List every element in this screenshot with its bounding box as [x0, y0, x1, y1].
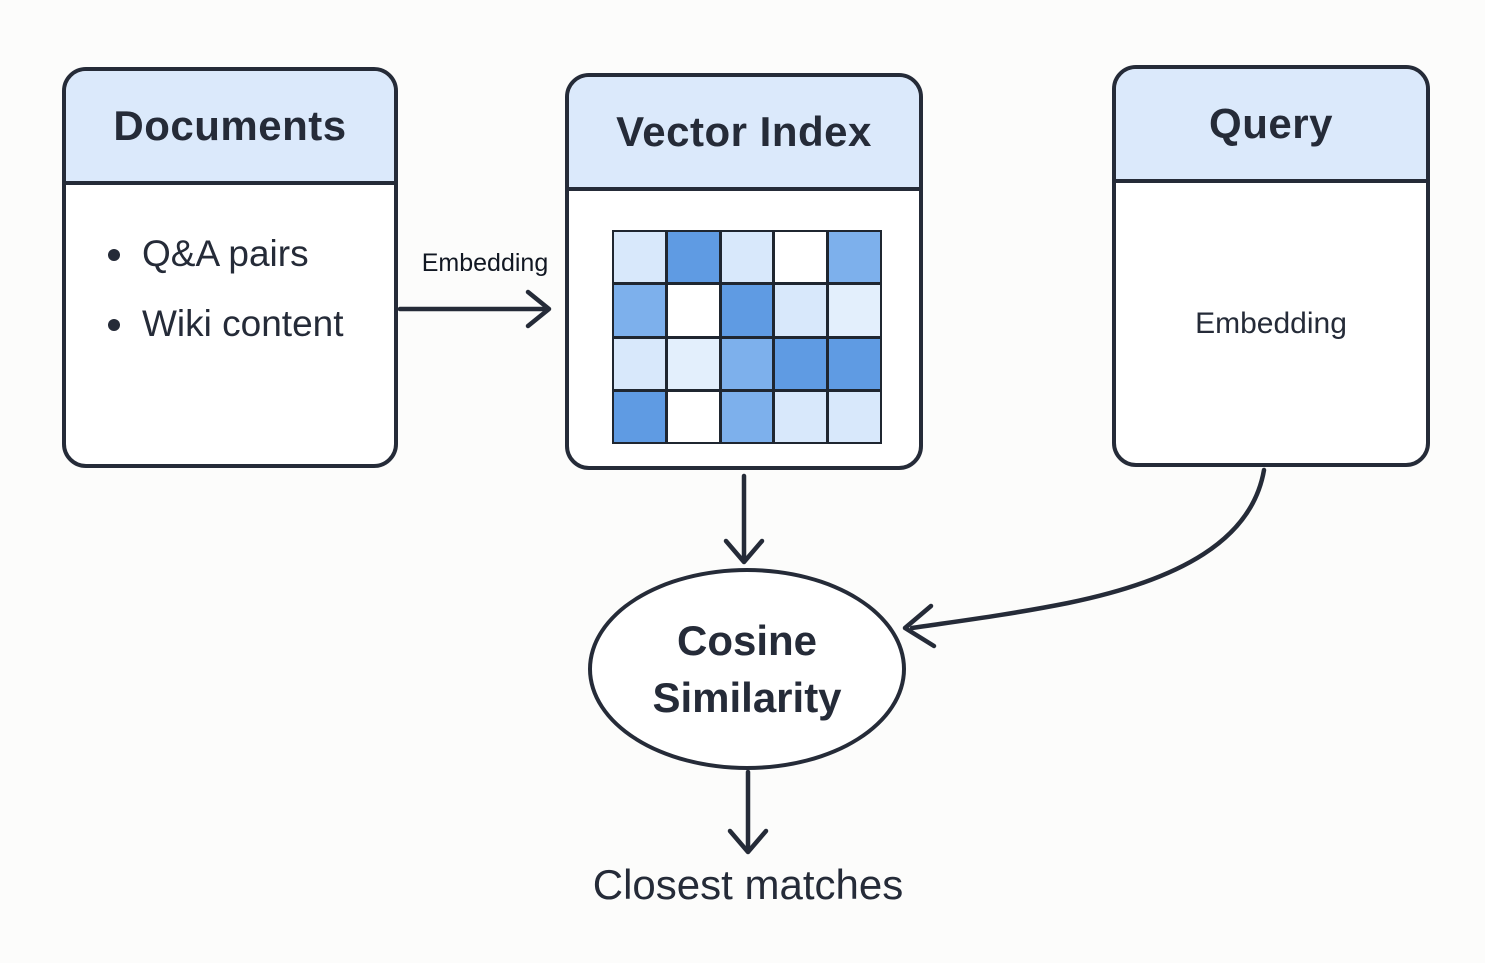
list-item: Q&A pairs	[66, 219, 394, 289]
cosine-to-output-arrow	[727, 769, 769, 855]
closest-matches-label: Closest matches	[592, 861, 904, 908]
query-embedding-label: Embedding	[1195, 307, 1347, 340]
vector-cell	[775, 338, 827, 389]
documents-title: Documents	[113, 102, 347, 149]
query-body: Embedding	[1116, 183, 1426, 463]
query-title: Query	[1209, 100, 1333, 147]
vector-cell	[721, 232, 773, 283]
embedding-edge-label: Embedding	[421, 249, 549, 277]
documents-header: Documents	[66, 71, 394, 185]
vector-cell	[614, 285, 665, 336]
vector-cell	[829, 391, 880, 442]
vector-cell	[667, 232, 719, 283]
cosine-similarity-node: Cosine Similarity	[588, 568, 906, 770]
vector-index-header: Vector Index	[569, 77, 919, 191]
vector-cell	[829, 232, 880, 283]
vector-cell	[775, 232, 827, 283]
vector-cell	[614, 338, 665, 389]
vector-cell	[667, 285, 719, 336]
vector-cell	[775, 391, 827, 442]
vector-cell	[829, 338, 880, 389]
documents-list: Q&A pairs Wiki content	[66, 219, 394, 359]
vector-cell	[829, 285, 880, 336]
documents-to-vector-arrow	[397, 289, 552, 329]
vector-to-cosine-arrow	[723, 473, 765, 565]
vector-grid	[612, 230, 882, 444]
vector-cell	[721, 285, 773, 336]
vector-index-box: Vector Index	[565, 73, 923, 470]
query-to-cosine-arrow	[902, 467, 1267, 649]
cosine-similarity-label-line2: Similarity	[652, 674, 842, 721]
vector-cell	[775, 285, 827, 336]
list-item: Wiki content	[66, 289, 394, 359]
query-header: Query	[1116, 69, 1426, 183]
cosine-similarity-label-line1: Cosine	[676, 617, 818, 664]
vector-cell	[721, 391, 773, 442]
vector-cell	[721, 338, 773, 389]
vector-cell	[614, 232, 665, 283]
vector-cell	[667, 391, 719, 442]
documents-box: Documents Q&A pairs Wiki content	[62, 67, 398, 468]
query-box: Query Embedding	[1112, 65, 1430, 467]
vector-index-title: Vector Index	[616, 108, 872, 155]
vector-cell	[614, 391, 665, 442]
vector-cell	[667, 338, 719, 389]
